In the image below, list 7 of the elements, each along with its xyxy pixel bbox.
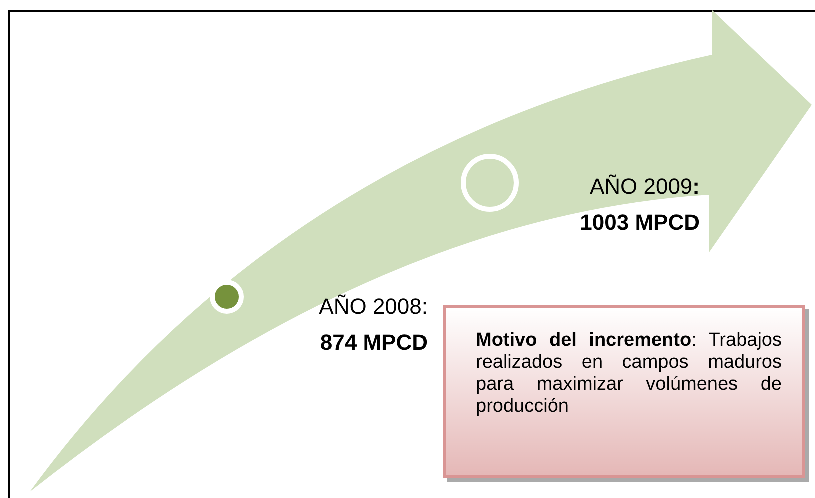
volume-value: 1003 MPCD bbox=[580, 209, 700, 237]
volume-value: 874 MPCD bbox=[320, 329, 428, 357]
year-label: AÑO 2009: bbox=[590, 173, 700, 201]
year-label: AÑO 2008: bbox=[319, 293, 428, 321]
dot-marker bbox=[210, 280, 244, 314]
ring-marker bbox=[461, 154, 519, 212]
note-text: Motivo del incremento: Trabajos realizados en campos maduros para maximizar volúmenes de producción bbox=[476, 330, 782, 418]
